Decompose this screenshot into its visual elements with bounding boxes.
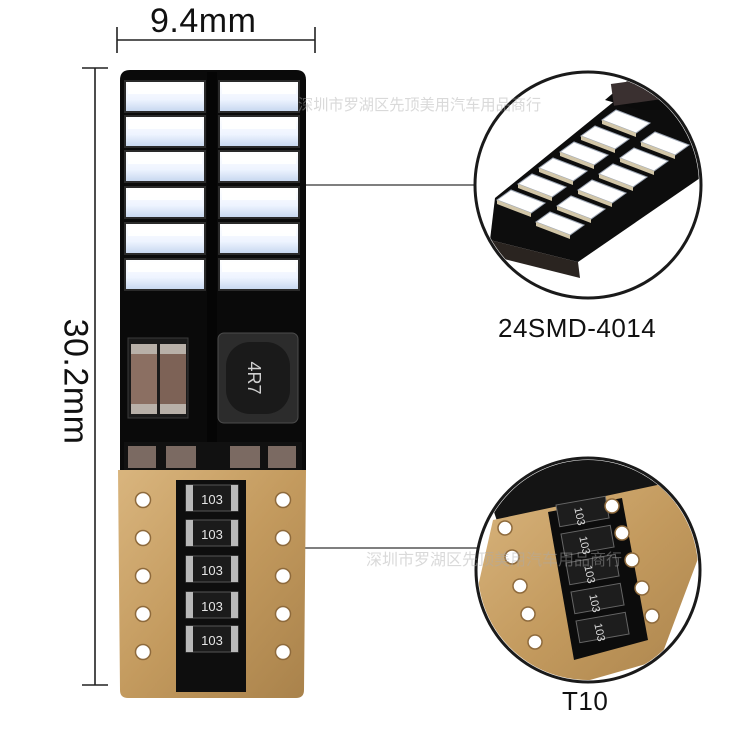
callout-led-closeup <box>473 70 703 300</box>
smd-led <box>124 150 206 183</box>
bulb-neck <box>124 442 302 472</box>
closeup-led <box>600 109 652 137</box>
smd-resistor: 103 <box>185 519 239 547</box>
solder-pad-hole <box>274 529 292 547</box>
closeup-led <box>558 141 610 169</box>
solder-pad-hole <box>274 491 292 509</box>
solder-pad-hole <box>274 567 292 585</box>
led-array <box>124 80 300 291</box>
smd-led <box>218 222 300 255</box>
closeup-led <box>534 211 586 239</box>
smd-resistor-pair <box>127 337 189 419</box>
closeup-led <box>639 131 691 159</box>
smd-resistor: 103 <box>185 625 239 653</box>
width-dimension-line <box>116 27 316 53</box>
smd-led <box>124 222 206 255</box>
inductor-marking: 4R7 <box>244 361 264 394</box>
closeup-solder-pad <box>634 580 650 596</box>
width-dimension-label: 9.4mm <box>150 2 257 40</box>
closeup-led <box>537 157 589 185</box>
closeup-led <box>495 189 547 217</box>
closeup-led <box>579 125 631 153</box>
resistor-code: 103 <box>586 593 602 613</box>
resistor-code: 103 <box>571 506 587 526</box>
closeup-solder-pad <box>604 498 620 514</box>
closeup-resistor: 103 <box>560 524 615 557</box>
closeup-led <box>516 173 568 201</box>
watermark-text-lower: 深圳市罗湖区先顶美用汽车用品商行 <box>366 550 623 569</box>
smd-led <box>218 115 300 148</box>
led-bulb: 4R7 103 103 103 103 103 <box>118 70 306 698</box>
smd-led <box>124 80 206 113</box>
resistor-column: 103 103 103 103 103 <box>185 484 239 653</box>
solder-pad-hole <box>274 605 292 623</box>
solder-pad-hole <box>274 643 292 661</box>
closeup-led <box>576 179 628 207</box>
solder-pads <box>134 491 292 661</box>
closeup-solder-pad <box>497 520 513 536</box>
smd-resistor: 103 <box>185 591 239 619</box>
resistor-code: 103 <box>581 564 597 584</box>
height-dimension-line <box>82 67 108 686</box>
solder-pad-hole <box>134 491 152 509</box>
smd-led <box>218 258 300 291</box>
smd-led <box>218 186 300 219</box>
resistor-code: 103 <box>201 599 223 614</box>
closeup-solder-pad <box>614 525 630 541</box>
solder-pad-hole <box>134 605 152 623</box>
smd-led <box>124 258 206 291</box>
closeup-led <box>597 163 649 191</box>
closeup-solder-pad <box>512 578 528 594</box>
led-type-label: 24SMD-4014 <box>498 313 657 343</box>
resistor-code: 103 <box>201 633 223 648</box>
closeup-resistor: 103 <box>555 495 610 528</box>
closeup-led <box>555 195 607 223</box>
closeup-solder-pad <box>624 552 640 568</box>
resistor-code: 103 <box>576 535 592 555</box>
resistor-code: 103 <box>201 527 223 542</box>
resistor-code: 103 <box>591 622 607 642</box>
smd-led <box>124 186 206 219</box>
inductor-chip <box>217 332 299 424</box>
solder-pad-hole <box>134 529 152 547</box>
closeup-resistor: 103 <box>570 582 625 615</box>
solder-pad-hole <box>134 643 152 661</box>
smd-led <box>218 150 300 183</box>
closeup-solder-pad <box>520 606 536 622</box>
smd-resistor: 103 <box>185 484 239 512</box>
closeup-led <box>618 147 670 175</box>
bulb-type-label: T10 <box>562 686 609 716</box>
smd-led <box>218 80 300 113</box>
closeup-solder-pad <box>644 608 660 624</box>
smd-resistor: 103 <box>185 555 239 583</box>
solder-pad-hole <box>134 567 152 585</box>
closeup-resistor: 103 <box>575 611 630 644</box>
smd-led <box>124 115 206 148</box>
closeup-resistor: 103 <box>565 553 620 586</box>
closeup-solder-pad <box>504 549 520 565</box>
watermark-text: 深圳市罗湖区先顶美用汽车用品商行 <box>298 95 542 114</box>
height-dimension-label: 30.2mm <box>56 318 95 445</box>
resistor-code: 103 <box>201 492 223 507</box>
closeup-solder-pad <box>527 634 543 650</box>
resistor-code: 103 <box>201 563 223 578</box>
callout-base-closeup: 103 103 103 103 103 <box>474 456 702 684</box>
